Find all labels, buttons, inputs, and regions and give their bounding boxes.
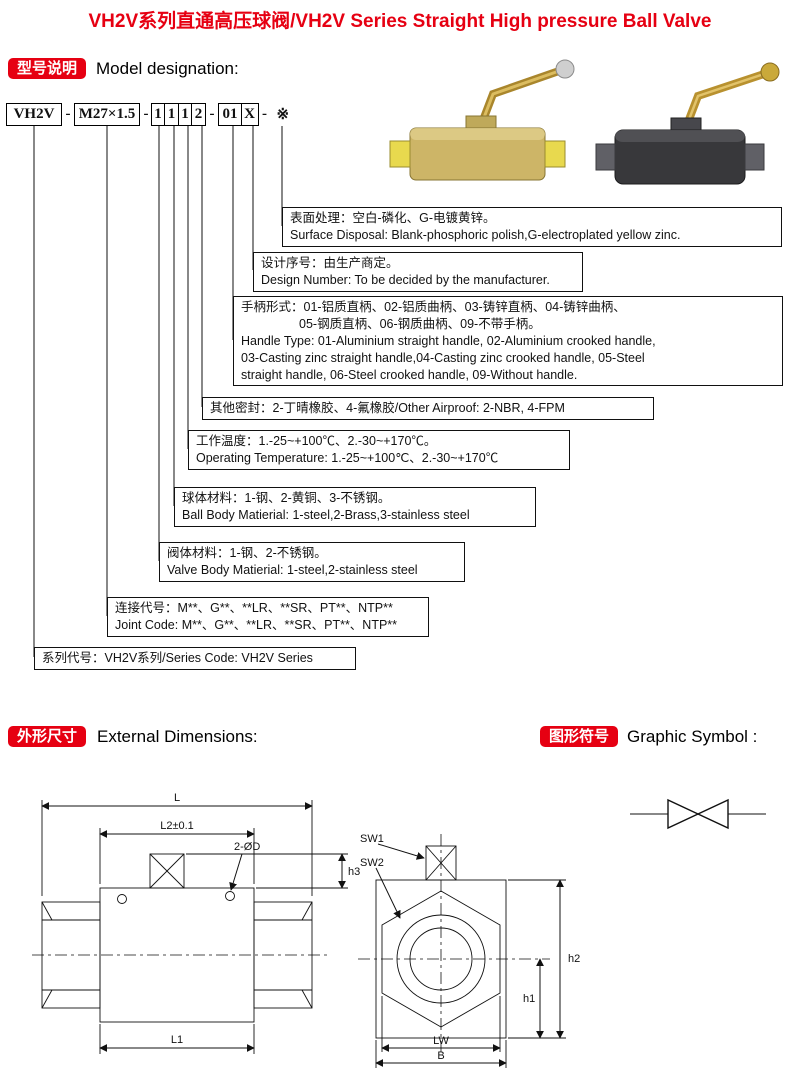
callout-line: Surface Disposal: Blank-phosphoric polis…: [290, 227, 681, 242]
callout-valve-body-material: 阀体材料：1-钢、2-不锈钢。 Valve Body Matierial: 1-…: [159, 542, 465, 582]
code-handle: 01: [218, 103, 242, 126]
code-series: VH2V: [6, 103, 62, 126]
drawing-side-view: L L2±0.1 2-ØD h3 L1: [32, 792, 360, 1054]
dim-label-L1: L1: [171, 1034, 183, 1046]
callout-operating-temperature: 工作温度：1.-25~+100℃、2.-30~+170℃。 Operating …: [188, 430, 570, 470]
graphic-symbol-badge: 图形符号: [540, 726, 619, 747]
black-valve-photo: [595, 62, 780, 185]
model-code: VH2V - M27×1.5 - 1 1 1 2 - 01 X - ※: [6, 103, 289, 126]
code-dash: -: [209, 106, 215, 122]
brass-valve-photo: [389, 59, 575, 181]
callout-line: 系列代号：VH2V系列/Series Code: VH2V Series: [42, 651, 313, 665]
callout-other-airproof: 其他密封：2-丁晴橡胶、4-氟橡胶/Other Airproof: 2-NBR,…: [202, 397, 654, 420]
callout-joint-code: 连接代号：M**、G**、**LR、**SR、PT**、NTP** Joint …: [107, 597, 429, 637]
dim-label-h1: h1: [523, 993, 535, 1005]
callout-line: 阀体材料：1-钢、2-不锈钢。: [167, 546, 327, 560]
product-photos: [389, 59, 780, 185]
callout-connector-lines: [33, 126, 283, 657]
code-suffix: ※: [276, 107, 290, 123]
callout-ball-body-material: 球体材料：1-钢、2-黄铜、3-不锈钢。 Ball Body Matierial…: [174, 487, 536, 527]
callout-handle-type: 手柄形式：01-铝质直柄、02-铝质曲柄、03-铸锌直柄、04-铸锌曲柄、 05…: [233, 296, 783, 387]
external-dimensions-badge: 外形尺寸: [8, 726, 87, 747]
callout-line: Design Number: To be decided by the manu…: [261, 272, 550, 287]
callout-line: 设计序号：由生产商定。: [261, 256, 399, 270]
dim-label-h2: h2: [568, 953, 580, 965]
dim-label-LW: LW: [433, 1035, 449, 1047]
callout-line: 球体材料：1-钢、2-黄铜、3-不锈钢。: [182, 491, 391, 505]
code-dash: -: [262, 106, 267, 122]
callout-line: Operating Temperature: 1.-25~+100℃、2.-30…: [196, 450, 499, 465]
callout-line: 表面处理：空白-磷化、G-电镀黄锌。: [290, 211, 496, 225]
model-designation-badge: 型号说明: [8, 58, 87, 79]
code-surface: X: [240, 103, 259, 126]
callout-line: 手柄形式：01-铝质直柄、02-铝质曲柄、03-铸锌直柄、04-铸锌曲柄、: [241, 300, 626, 314]
callout-line: straight handle, 06-Steel crooked handle…: [241, 367, 578, 382]
code-thread: M27×1.5: [74, 103, 140, 126]
dim-label-L2: L2±0.1: [160, 820, 194, 832]
external-dimensions-heading: External Dimensions:: [97, 727, 258, 746]
dim-label-2-oD: 2-ØD: [234, 841, 260, 853]
page-title: VH2V系列直通高压球阀/VH2V Series Straight High p…: [88, 11, 712, 32]
graphic-symbol-heading: Graphic Symbol :: [627, 727, 758, 746]
model-designation-heading: Model designation:: [96, 59, 239, 78]
callout-line: 05-钢质直柄、06-钢质曲柄、09-不带手柄。: [299, 316, 541, 331]
code-dash: -: [65, 106, 71, 122]
callout-design-number: 设计序号：由生产商定。 Design Number: To be decided…: [253, 252, 583, 292]
drawing-front-view: SW1 SW2 h2 h1 LW B: [358, 833, 580, 1068]
callout-surface-disposal: 表面处理：空白-磷化、G-电镀黄锌。 Surface Disposal: Bla…: [282, 207, 782, 247]
valve-graphic-symbol: [630, 798, 766, 830]
dim-label-L: L: [174, 792, 180, 804]
callout-line: 03-Casting zinc straight handle,04-Casti…: [241, 350, 645, 365]
callout-line: 连接代号：M**、G**、**LR、**SR、PT**、NTP**: [115, 601, 393, 615]
callout-series-code: 系列代号：VH2V系列/Series Code: VH2V Series: [34, 647, 356, 670]
callout-line: Valve Body Matierial: 1-steel,2-stainles…: [167, 562, 418, 577]
callout-line: 工作温度：1.-25~+100℃、2.-30~+170℃。: [196, 434, 437, 448]
dim-label-SW1: SW1: [360, 833, 384, 845]
code-digit-4: 2: [191, 103, 206, 126]
code-dash: -: [143, 106, 149, 122]
callout-line: Joint Code: M**、G**、**LR、**SR、PT**、NTP**: [115, 617, 398, 632]
callout-line: 其他密封：2-丁晴橡胶、4-氟橡胶/Other Airproof: 2-NBR,…: [210, 401, 565, 415]
callout-line: Ball Body Matierial: 1-steel,2-Brass,3-s…: [182, 507, 470, 522]
callout-line: Handle Type: 01-Aluminium straight handl…: [241, 333, 656, 348]
dim-label-SW2: SW2: [360, 857, 384, 869]
dim-label-h3: h3: [348, 866, 360, 878]
code-digit-3: 1: [177, 103, 193, 126]
dim-label-B: B: [437, 1050, 444, 1062]
